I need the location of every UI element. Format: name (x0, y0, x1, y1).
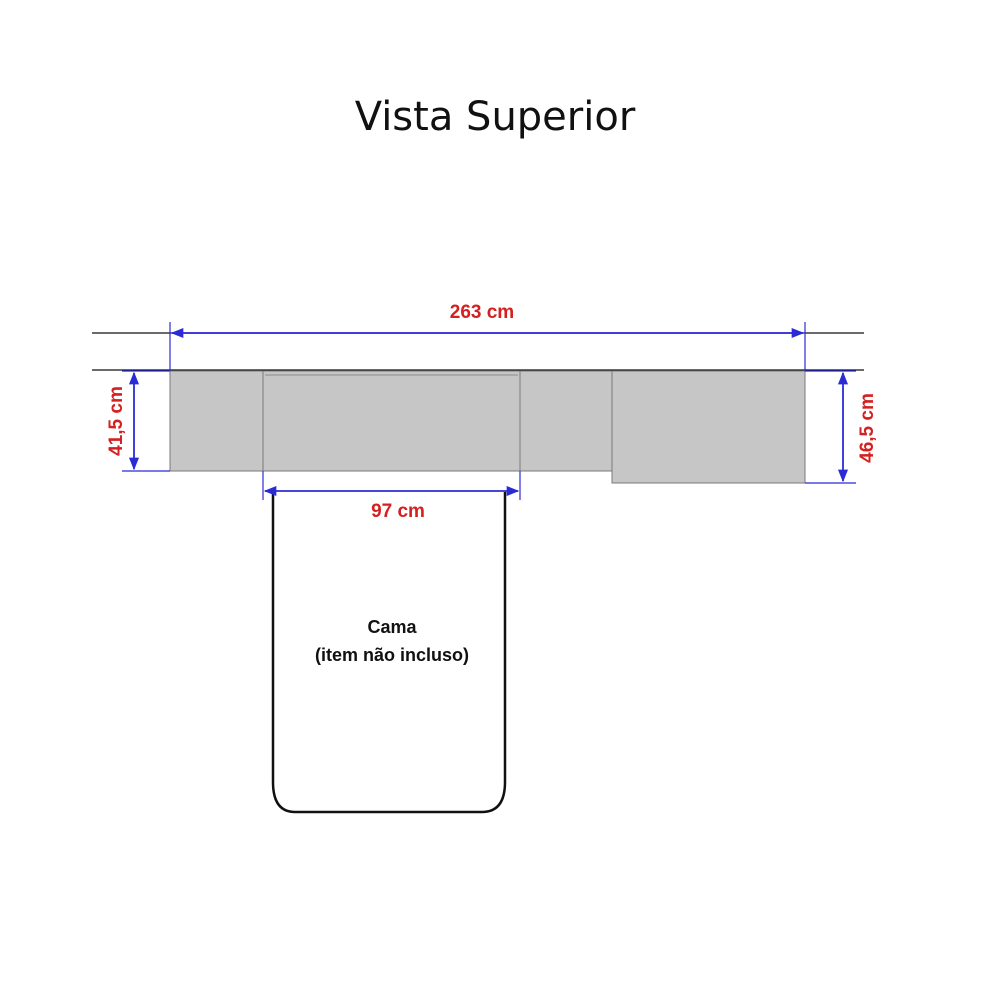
module-center (262, 370, 521, 472)
dimension-right-depth: 46,5 cm (805, 370, 878, 484)
bed-note: (item não incluso) (315, 645, 469, 665)
bed-label: Cama (367, 617, 417, 637)
bed-outline (271, 492, 507, 814)
dimension-total-width: 263 cm (169, 302, 806, 371)
diagram-title: Vista Superior (355, 94, 636, 140)
dimension-bed-width-label: 97 cm (371, 501, 425, 522)
dimension-left-depth-label: 41,5 cm (106, 386, 127, 456)
dimension-bed-width: 97 cm (262, 471, 521, 522)
module-mid (519, 370, 613, 472)
dimension-left-depth: 41,5 cm (106, 370, 170, 472)
module-right (611, 370, 806, 484)
dimension-total-width-label: 263 cm (450, 302, 514, 323)
module-left (169, 370, 264, 472)
dimension-right-depth-label: 46,5 cm (857, 393, 878, 463)
furniture-modules (169, 370, 806, 484)
